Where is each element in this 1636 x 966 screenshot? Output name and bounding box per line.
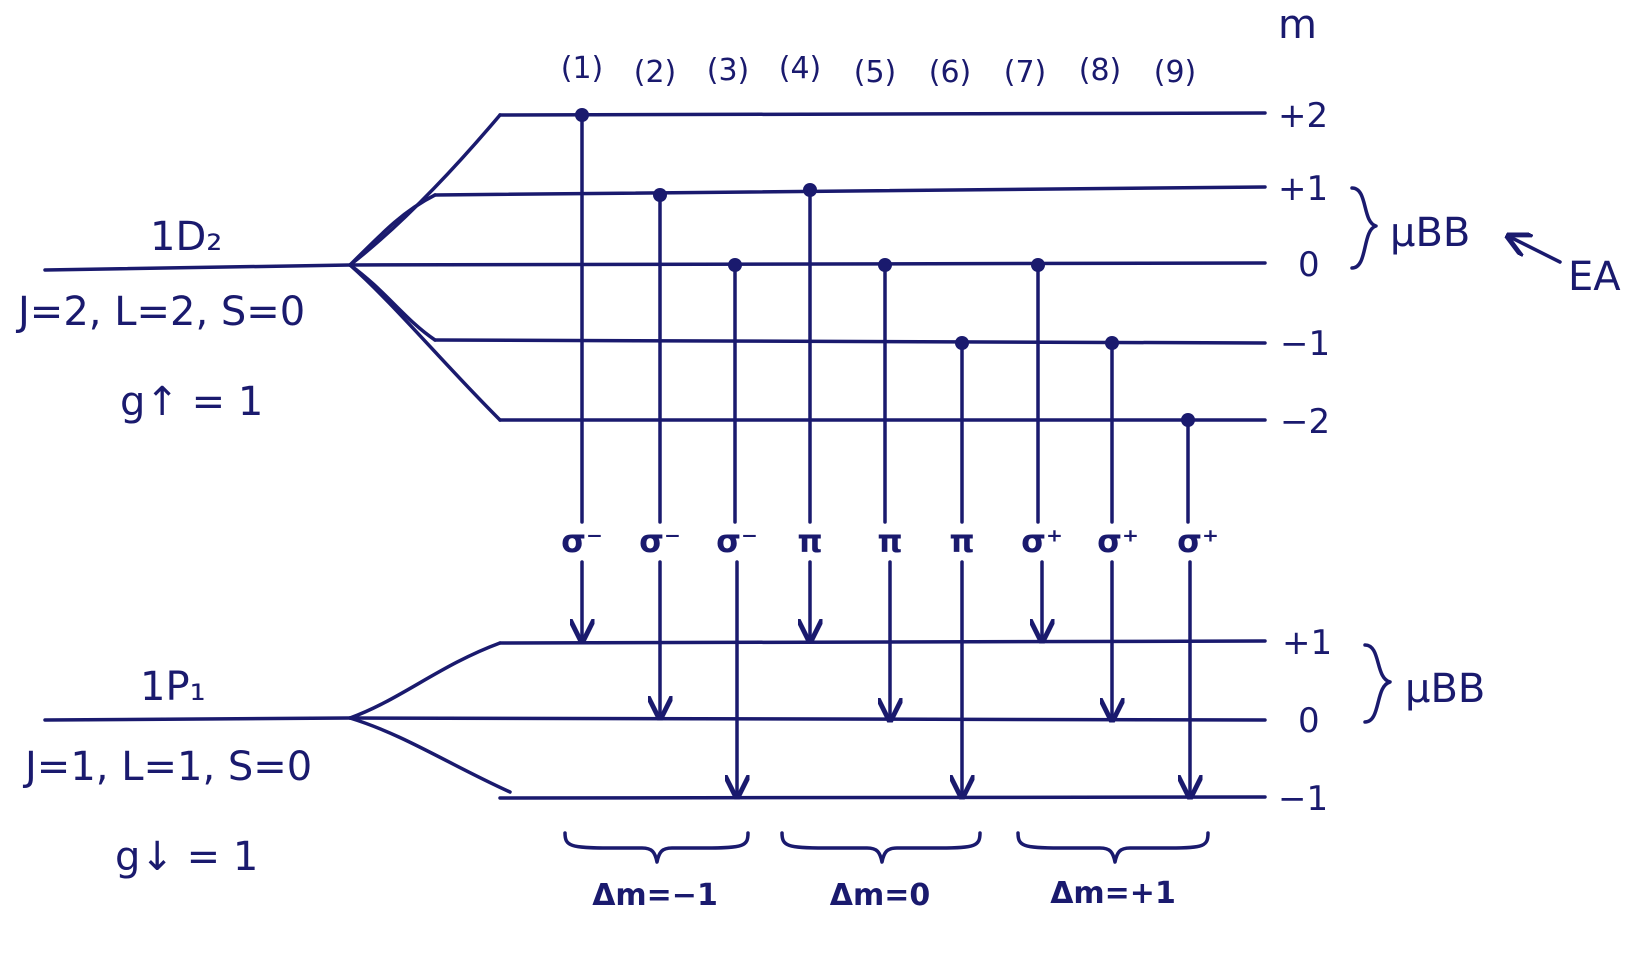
lower-split-line-minus1 [348,716,512,794]
group-label-minus1: Δm=−1 [592,878,718,913]
lower-m-label: −1 [1278,779,1328,819]
lower-term-label: 1P₁ [140,664,206,710]
transition-1: (1) σ⁻ [561,51,604,641]
lower-quantum-numbers: J=1, L=1, S=0 [22,744,312,790]
upper-spacing-label: μBB [1390,210,1470,256]
transition-3: (3) σ⁻ [707,53,758,797]
polarization-label: σ⁺ [1177,522,1219,560]
upper-split-line-plus1 [348,193,437,267]
transition-7: (7) σ⁺ [1004,55,1063,641]
lower-g-factor: g↓ = 1 [115,834,258,880]
upper-unsplit-level [43,263,352,272]
group-brace-minus1 [563,831,750,864]
upper-term-label: 1D₂ [150,214,222,260]
upper-level-minus1 [433,338,1267,345]
group-brace-0 [780,831,982,864]
group-label-plus1: Δm=+1 [1050,876,1176,911]
group-brace-plus1 [1016,831,1210,864]
polarization-label: σ⁺ [1021,522,1063,560]
upper-m-label: −2 [1280,402,1330,442]
polarization-label: π [797,522,822,560]
transition-label: (8) [1079,53,1122,88]
energy-arrow [1508,236,1562,264]
transition-label: (3) [707,53,750,88]
polarization-label: σ⁻ [639,522,681,560]
lower-spacing-brace [1363,643,1392,724]
upper-g-factor: g↑ = 1 [120,379,263,425]
transition-label: (4) [779,51,822,86]
lower-level-minus1 [498,795,1267,800]
transition-9: (9) σ⁺ [1154,55,1219,797]
upper-spacing-brace [1350,186,1378,270]
lower-level-0 [348,716,1267,722]
upper-m-label: +2 [1278,96,1328,136]
lower-m-label: 0 [1298,701,1320,741]
upper-quantum-numbers: J=2, L=2, S=0 [15,289,305,335]
transition-label: (6) [929,55,972,90]
upper-level-0 [348,261,1267,267]
lower-spacing-label: μBB [1405,666,1485,712]
polarization-label: σ⁺ [1097,522,1139,560]
upper-m-label: +1 [1278,169,1328,209]
transition-2: (2) σ⁻ [634,55,681,718]
lower-m-label: +1 [1282,623,1332,663]
lower-split-line-plus1 [348,641,502,720]
transition-label: (2) [634,55,677,90]
transition-label: (5) [854,55,897,90]
polarization-label: σ⁻ [561,522,603,560]
upper-level-plus2 [498,111,1267,117]
upper-m-label: 0 [1298,245,1320,285]
lower-term: 1P₁ J=1, L=1, S=0 g↓ = 1 +1 0 −1 [22,623,1332,880]
transition-8: (8) σ⁺ [1079,53,1139,720]
transition-4: (4) π [779,51,823,641]
transition-5: (5) π [854,55,903,720]
polarization-label: π [949,522,974,560]
m-axis-label: m [1278,2,1317,48]
upper-split-line-minus2 [348,263,502,422]
polarization-label: π [877,522,902,560]
lower-level-plus1 [498,639,1267,645]
transition-6: (6) π [929,55,975,797]
transition-label: (1) [561,51,604,86]
energy-label: EA [1568,254,1621,300]
transition-label: (7) [1004,55,1047,90]
transition-label: (9) [1154,55,1197,90]
polarization-label: σ⁻ [716,522,758,560]
upper-term: 1D₂ J=2, L=2, S=0 g↑ = 1 +2 +1 0 −1 −2 [15,96,1330,442]
lower-unsplit-level [43,716,352,722]
upper-m-label: −1 [1280,324,1330,364]
upper-level-plus1 [433,185,1267,197]
group-label-0: Δm=0 [830,878,931,913]
